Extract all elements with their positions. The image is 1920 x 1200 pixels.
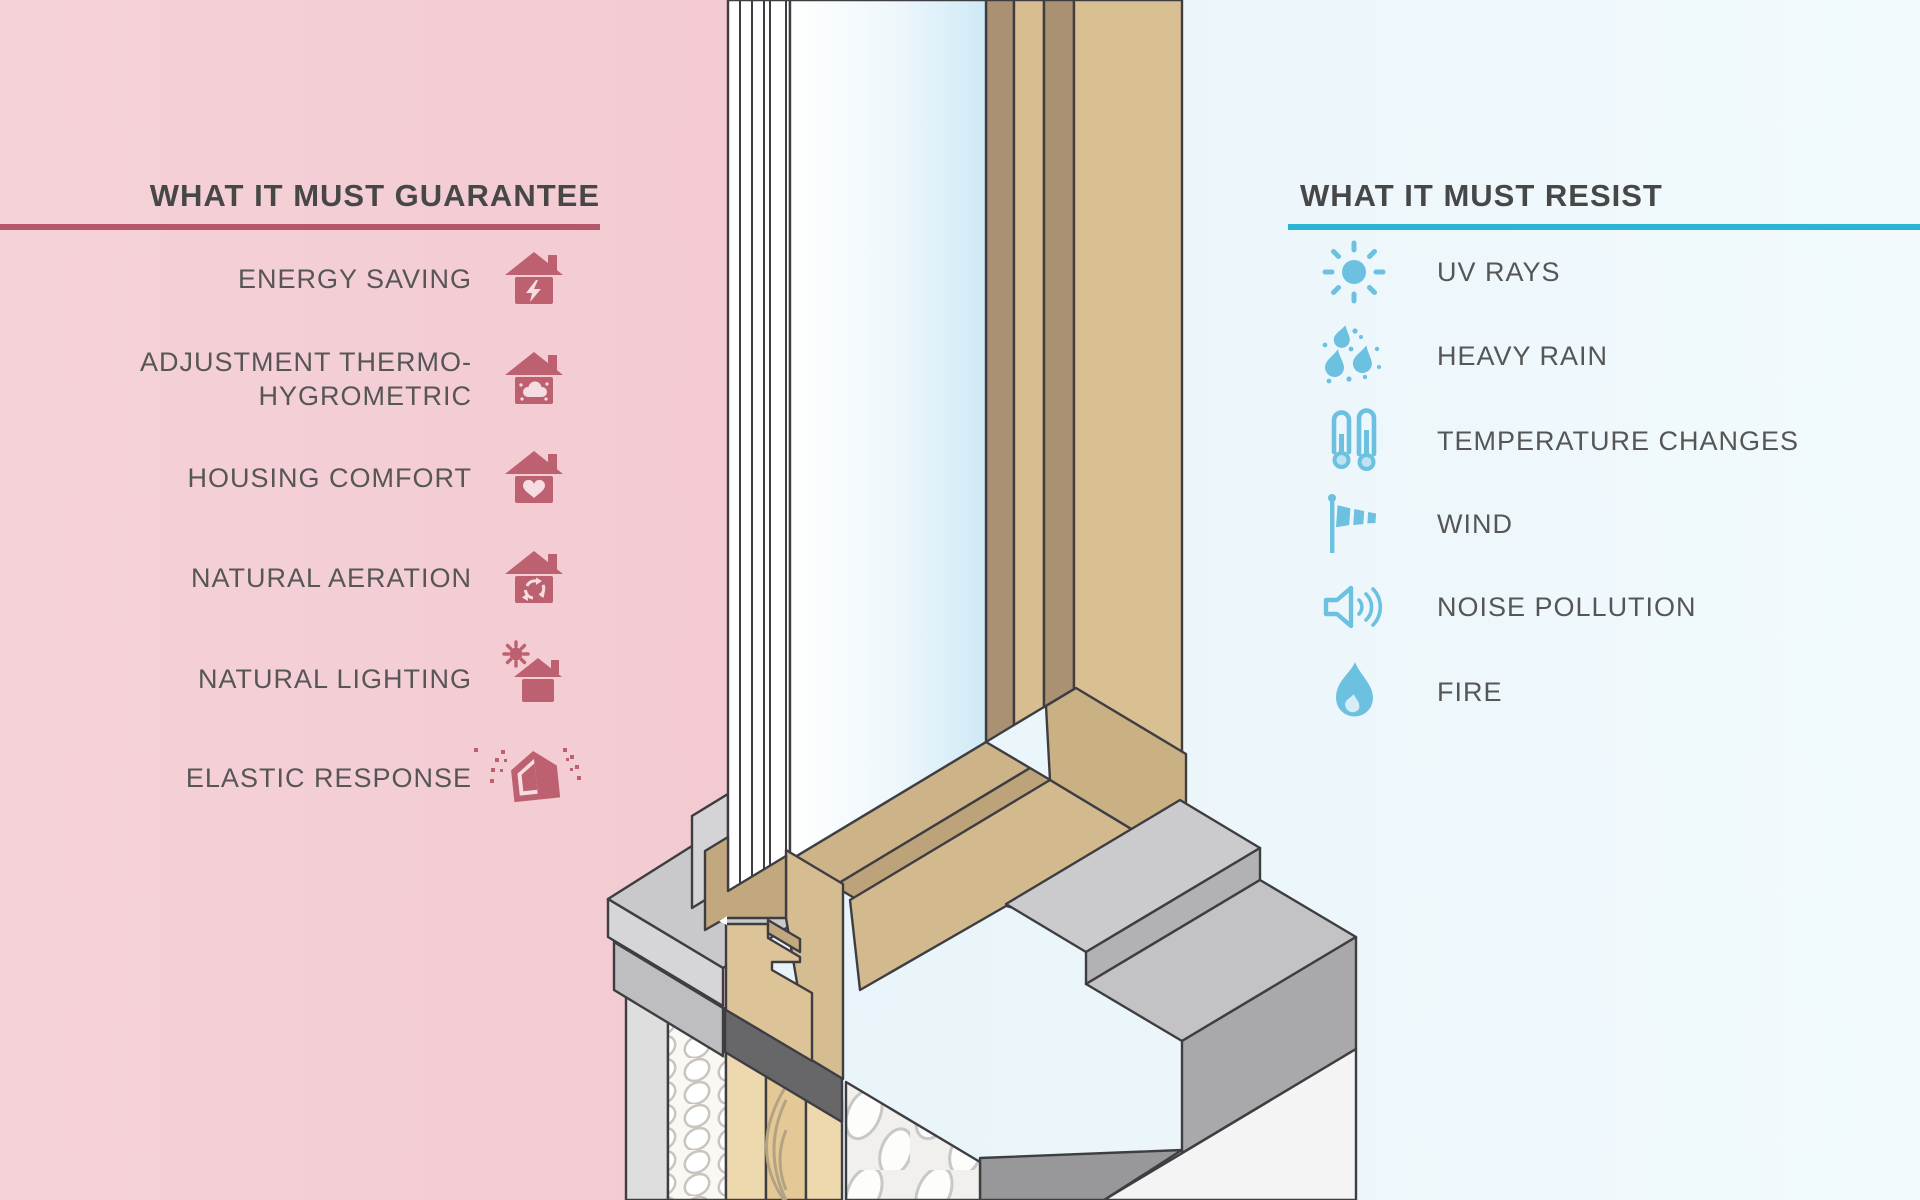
house-lightning-icon xyxy=(502,246,566,310)
right-panel-title: WHAT IT MUST RESIST xyxy=(1300,178,1663,213)
resist-item-label: UV RAYS xyxy=(1437,256,1561,287)
left-panel-rule xyxy=(0,224,600,230)
sun-icon xyxy=(1321,239,1387,305)
interior-side-background xyxy=(0,0,728,1200)
resist-item-label: FIRE xyxy=(1437,676,1503,707)
guarantee-item-label: NATURAL LIGHTING xyxy=(197,664,472,695)
house-recycle-icon xyxy=(502,545,566,609)
resist-item-label: NOISE POLLUTION xyxy=(1437,591,1697,622)
windsock-icon xyxy=(1321,491,1387,557)
flame-icon xyxy=(1321,659,1387,725)
resist-item-label: TEMPERATURE CHANGES xyxy=(1437,425,1800,456)
resist-item-label: WIND xyxy=(1437,508,1513,539)
guarantee-item-label: NATURAL AERATION xyxy=(190,563,472,594)
right-panel-rule xyxy=(1288,224,1920,230)
guarantee-item-label: ENERGY SAVING xyxy=(237,264,472,295)
speaker-icon xyxy=(1321,574,1387,640)
house-heart-icon xyxy=(502,445,566,509)
thermometers-icon xyxy=(1321,408,1387,474)
left-panel-title: WHAT IT MUST GUARANTEE xyxy=(149,178,600,213)
rain-icon xyxy=(1321,323,1387,389)
guarantee-item-label: ADJUSTMENT THERMO-HYGROMETRIC xyxy=(139,347,472,411)
guarantee-item-label: ELASTIC RESPONSE xyxy=(185,763,472,794)
house-vibration-icon xyxy=(474,743,594,807)
house-sun-icon xyxy=(502,640,566,704)
house-cloud-icon xyxy=(502,346,566,410)
resist-item-label: HEAVY RAIN xyxy=(1437,340,1609,371)
guarantee-item-label: HOUSING COMFORT xyxy=(187,463,472,494)
